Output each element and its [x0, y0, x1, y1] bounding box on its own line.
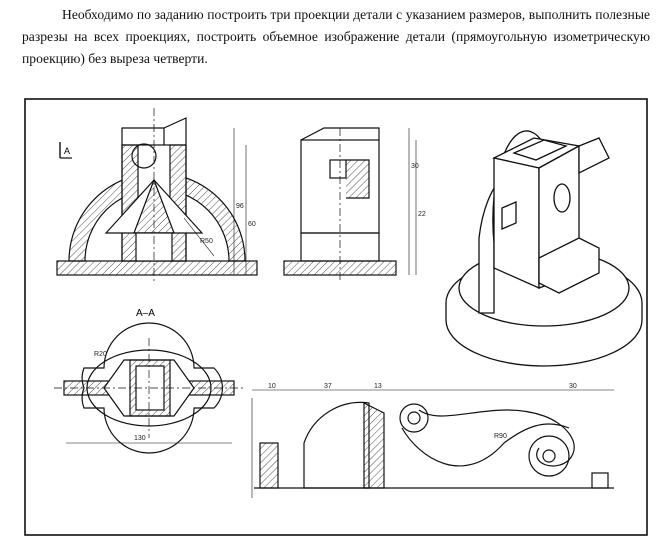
- task-paragraph: Необходимо по заданию построить три прое…: [22, 7, 650, 66]
- dim-r20: R20: [94, 351, 107, 358]
- view-marker: А: [59, 142, 72, 159]
- dim-13: 13: [374, 383, 382, 390]
- technical-drawing: А 96 60 R50 30 22 А–А: [24, 98, 648, 536]
- section-label: А–А: [136, 308, 155, 319]
- dim-22: 22: [418, 211, 426, 218]
- side-view: [283, 127, 417, 283]
- view-marker-label: А: [64, 146, 70, 156]
- profile-drawing: [251, 389, 614, 498]
- task-statement: Необходимо по заданию построить три прое…: [22, 4, 650, 70]
- dim-96: 96: [236, 203, 244, 210]
- dim-30: 30: [411, 163, 419, 170]
- dim-37: 37: [324, 383, 332, 390]
- top-view: [54, 322, 244, 454]
- dim-30b: 30: [569, 383, 577, 390]
- drawing-sheet: А 96 60 R50 30 22 А–А: [24, 98, 648, 536]
- dim-130: 130: [134, 435, 146, 442]
- front-view: [56, 108, 258, 283]
- dim-10: 10: [268, 383, 276, 390]
- dim-r50: R50: [200, 238, 213, 245]
- isometric-view: [445, 130, 643, 367]
- dim-60: 60: [248, 221, 256, 228]
- dim-r90: R90: [494, 433, 507, 440]
